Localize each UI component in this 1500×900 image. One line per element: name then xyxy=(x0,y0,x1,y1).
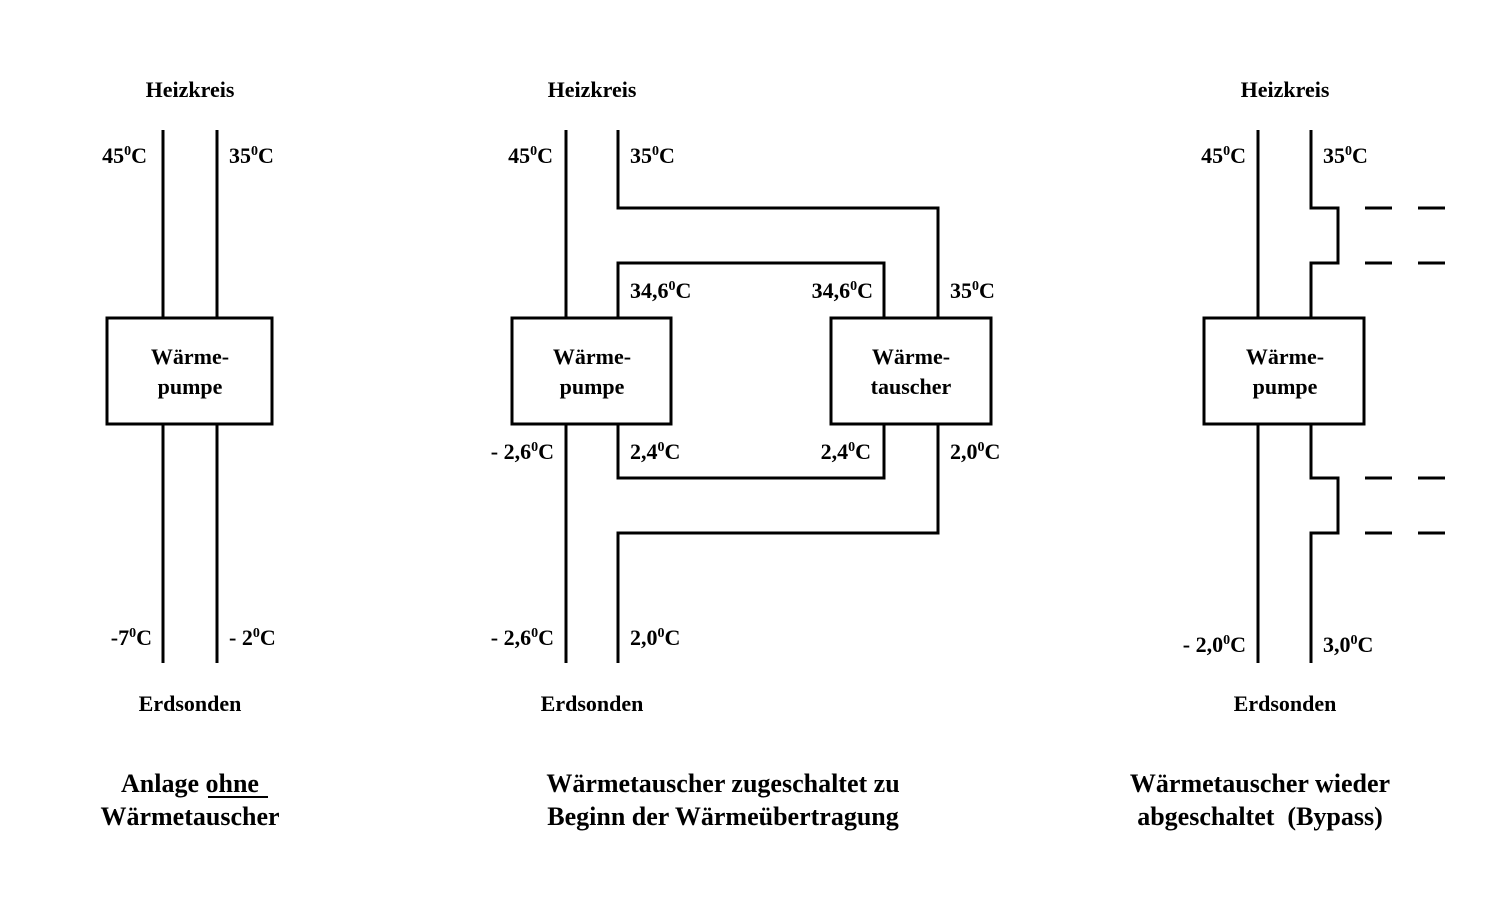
heat-pump-label-line2: pumpe xyxy=(1253,374,1318,399)
panel-bypass: Heizkreis Wärme- pumpe 450C 350C - 2,00C… xyxy=(1130,77,1445,831)
temp-supply: 450C xyxy=(1201,143,1246,168)
temp-probe-left: -70C xyxy=(111,625,152,650)
temp-loop-lower-right: 2,40C xyxy=(821,439,871,464)
heat-exchanger-label-line1: Wärme- xyxy=(872,344,950,369)
temp-probe-right: - 20C xyxy=(229,625,276,650)
loop-upper xyxy=(616,261,886,318)
panel-without-heat-exchanger: Heizkreis Wärme- pumpe 450C 350C -70C - … xyxy=(100,77,279,831)
caption-line2: abgeschaltet (Bypass) xyxy=(1137,802,1383,831)
temp-probe-right: 2,00C xyxy=(630,625,680,650)
caption-line2: Beginn der Wärmeübertragung xyxy=(547,802,898,831)
heat-pump-label-line1: Wärme- xyxy=(1246,344,1324,369)
loop-lower xyxy=(616,424,886,480)
heating-circuit-label: Heizkreis xyxy=(548,77,637,102)
temp-exchanger-bottom: 2,00C xyxy=(950,439,1000,464)
heating-circuit-label: Heizkreis xyxy=(146,77,235,102)
heat-pump-label-line1: Wärme- xyxy=(553,344,631,369)
return-pipe-bypass-top xyxy=(1309,130,1340,318)
probe-pipe-right xyxy=(616,424,940,663)
ground-probes-label: Erdsonden xyxy=(139,691,242,716)
caption-line1: Wärmetauscher wieder xyxy=(1130,769,1390,798)
heat-pump-box xyxy=(105,316,274,426)
temp-return: 350C xyxy=(229,143,274,168)
temp-exchanger-top: 350C xyxy=(950,278,995,303)
temp-loop-lower-left: 2,40C xyxy=(630,439,680,464)
temp-return: 350C xyxy=(630,143,675,168)
heat-pump-box xyxy=(1202,316,1366,426)
temp-probe-left: - 2,00C xyxy=(1183,632,1246,657)
heat-pump-label-line2: pumpe xyxy=(560,374,625,399)
temp-probe-left: - 2,60C xyxy=(491,625,554,650)
temp-probe-right: 3,00C xyxy=(1323,632,1373,657)
caption-line1: Anlage ohne xyxy=(121,769,259,798)
temp-return: 350C xyxy=(1323,143,1368,168)
caption-line1: Wärmetauscher zugeschaltet zu xyxy=(546,769,899,798)
heat-exchanger-label-line2: tauscher xyxy=(871,374,952,399)
heating-circuit-label: Heizkreis xyxy=(1241,77,1330,102)
ground-probes-label: Erdsonden xyxy=(1234,691,1337,716)
temp-heat-pump-out: - 2,60C xyxy=(491,439,554,464)
temp-supply: 450C xyxy=(508,143,553,168)
heat-exchanger-box xyxy=(829,316,993,426)
temp-supply: 450C xyxy=(102,143,147,168)
heat-pump-label-line2: pumpe xyxy=(158,374,223,399)
probe-pipe-bypass xyxy=(1309,424,1340,663)
temp-loop-upper-left: 34,60C xyxy=(630,278,691,303)
temp-loop-upper-right: 34,60C xyxy=(812,278,873,303)
return-pipe-to-exchanger xyxy=(616,130,940,318)
panel-heat-exchanger-connected: Heizkreis Wärme- pumpe Wärme- tauscher 4… xyxy=(491,77,1001,831)
caption-line2: Wärmetauscher xyxy=(100,802,279,831)
heat-pump-label-line1: Wärme- xyxy=(151,344,229,369)
heat-pump-box xyxy=(510,316,673,426)
ground-probes-label: Erdsonden xyxy=(541,691,644,716)
